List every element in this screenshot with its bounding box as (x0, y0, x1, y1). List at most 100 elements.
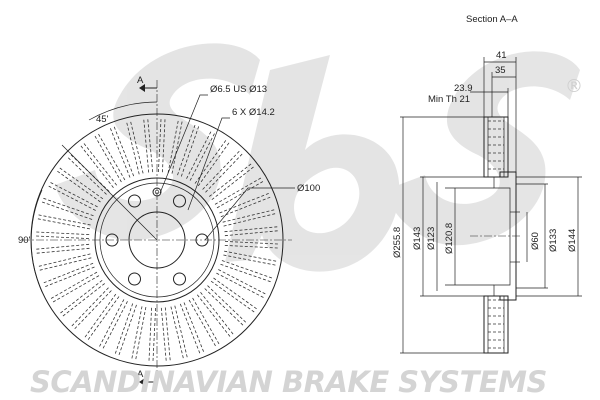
vent-slot-line (130, 121, 144, 174)
vent-slot-line (162, 119, 166, 173)
section-title: Section A–A (466, 14, 518, 25)
vent-slot-line (213, 277, 257, 310)
vent-slot-line (118, 304, 137, 356)
vent-slot-line (38, 214, 91, 226)
vent-slot-line (99, 299, 125, 347)
vent-slot-line (52, 275, 100, 303)
bolt-hole (128, 194, 141, 208)
pcd-label: Ø100 (297, 183, 320, 194)
section-mark-bottom-arrow (139, 378, 145, 386)
vent-slot-line (114, 303, 134, 354)
registered-mark: ® (565, 76, 583, 97)
vent-slot-line (200, 292, 234, 335)
vent-slot-line (216, 272, 264, 298)
vent-slot-line (174, 305, 188, 358)
vent-slot-line (36, 235, 90, 239)
vent-slot-line (48, 185, 96, 211)
vent-slot-line (126, 122, 140, 175)
vent-slot-line (194, 140, 227, 184)
vent-slot-line (50, 182, 98, 208)
vent-slot-line (224, 226, 278, 233)
angle-45-label: 45' (96, 114, 109, 125)
brand-footer-text: SCANDINAVIAN BRAKE SYSTEMS (30, 365, 547, 399)
vent-slot-line (41, 201, 93, 220)
section-marker-bottom: A (137, 369, 144, 380)
vent-slot-line (36, 243, 90, 250)
vent-slot-line (80, 145, 114, 188)
vent-slot-line (152, 307, 156, 361)
hole-leader-2 (187, 117, 230, 211)
vent-slot-line (50, 271, 98, 299)
vent-slot-line (45, 266, 95, 287)
section-mark-top-arrow (139, 84, 145, 92)
vent-slot-line (131, 306, 143, 359)
vent-slot-line (197, 142, 230, 187)
vent-slot-line (189, 133, 215, 181)
vent-slot-line (62, 283, 105, 317)
hole-spec-label: Ø6.5 US Ø13 (210, 84, 267, 95)
vent-slot-line (171, 121, 183, 174)
vent-slot-line (221, 260, 273, 279)
vent-slot-line (71, 287, 109, 327)
vent-slot-line (224, 245, 278, 249)
vent-slot-line (179, 303, 201, 354)
vent-slot-line (167, 120, 179, 173)
vent-slot-line (39, 257, 92, 271)
dim-hub-width: 35 (495, 65, 506, 76)
dim-thickness: 23.9 (454, 83, 473, 94)
vent-slot-line (160, 307, 167, 361)
angle-90-arc (30, 189, 43, 293)
dia-144-label: Ø144 (567, 229, 578, 252)
vent-slot-line (183, 302, 204, 352)
dia-60-label: Ø60 (530, 232, 541, 250)
vent-slot-line (38, 253, 91, 267)
vent-slot-line (147, 119, 154, 173)
vent-slot-line (135, 307, 147, 360)
bolt-hole (128, 272, 141, 286)
bolt-hole (173, 272, 186, 286)
vent-slot-line (214, 177, 262, 205)
angle-45-arc (88, 101, 158, 121)
vent-slot-line (224, 230, 278, 237)
vent-slot-line (43, 262, 94, 284)
vent-slot-line (37, 218, 90, 230)
vent-slot-line (74, 290, 112, 330)
vent-slot-line (36, 231, 90, 235)
section-marker-top: A (137, 75, 144, 86)
lower-friction-ring (483, 295, 509, 354)
bolt-hole (173, 194, 186, 208)
hat-inner-profile (493, 177, 511, 296)
vent-slot-line (209, 163, 252, 197)
vent-slot-line (220, 263, 271, 283)
bolt-hole-count-label: 6 X Ø14.2 (232, 107, 275, 118)
vent-slot-line (43, 197, 94, 217)
vent-slot-line (220, 196, 271, 218)
pcd-leader (204, 187, 295, 241)
upper-friction-ring (483, 116, 509, 178)
front-view (22, 80, 295, 386)
vent-slot-line (164, 307, 171, 361)
vent-slot-line (219, 193, 269, 214)
min-thickness: Min Th 21 (428, 94, 470, 105)
vent-slot-line (192, 297, 220, 345)
dia-outer-label: Ø255.8 (392, 227, 403, 258)
vent-slot-line (223, 213, 276, 227)
dia-133-label: Ø133 (548, 229, 559, 252)
vent-slot-line (113, 126, 135, 177)
vent-slot-line (143, 119, 150, 173)
vent-slot-line (110, 128, 131, 178)
vent-slot-line (84, 293, 117, 338)
vent-slot-line (186, 131, 212, 179)
vent-slot-line (188, 299, 216, 347)
vent-slot-line (216, 181, 264, 209)
dia-143-label: Ø143 (412, 227, 423, 250)
hole-leader-1 (159, 94, 208, 194)
ring-hatching (487, 117, 505, 353)
vent-slot-line (59, 167, 104, 200)
vent-slot-line (148, 307, 152, 361)
vent-slot-line (60, 279, 103, 314)
vent-slot-line (177, 124, 196, 176)
vent-slot-line (158, 119, 162, 173)
vent-slot-line (207, 285, 247, 323)
